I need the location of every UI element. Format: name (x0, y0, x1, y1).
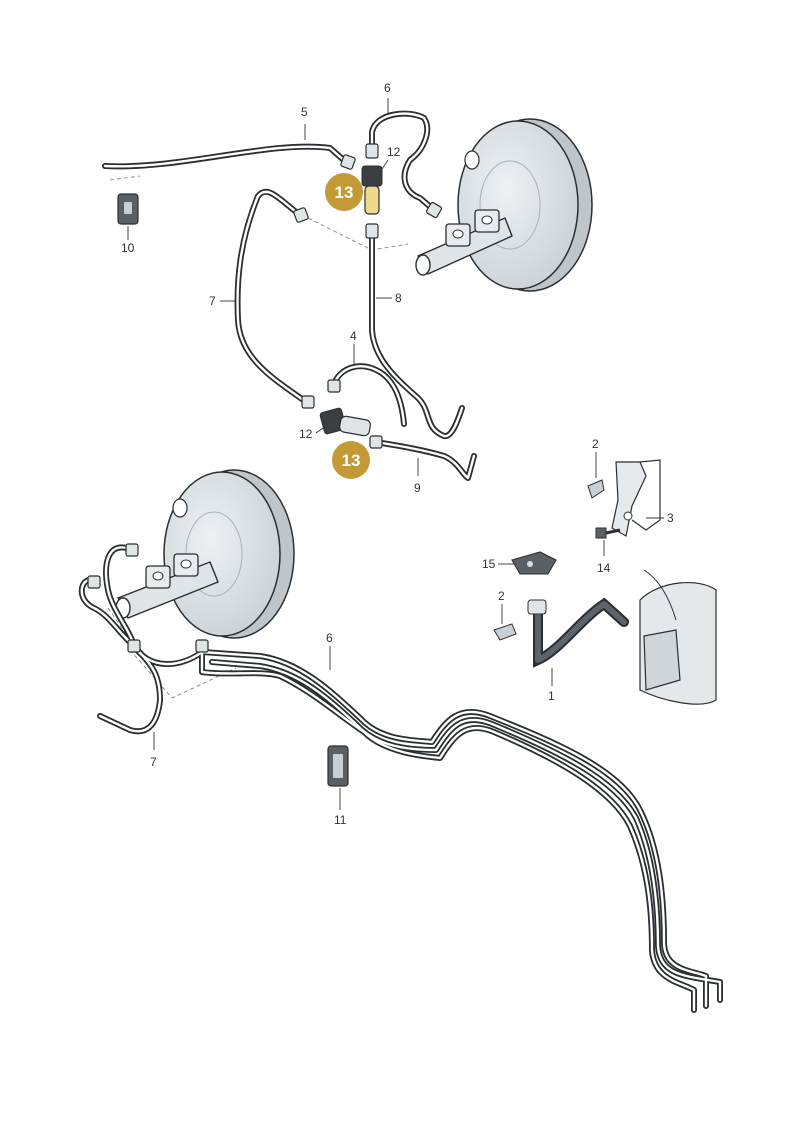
callout-5-top[interactable]: 5 (301, 105, 308, 140)
svg-text:5: 5 (301, 105, 308, 119)
callout-6-bottom[interactable]: 6 (326, 631, 333, 670)
brake-lines-bottom (78, 544, 723, 1013)
clip-part-2-upper (587, 479, 605, 499)
svg-text:7: 7 (150, 755, 157, 769)
guide-lines-bottom (107, 607, 237, 699)
clip-part-11 (327, 745, 349, 787)
callout-7-bottom[interactable]: 7 (150, 732, 157, 769)
brake-hose-part-1 (527, 597, 629, 668)
svg-text:2: 2 (592, 437, 599, 451)
callout-8[interactable]: 8 (376, 291, 402, 305)
callout-3[interactable]: 3 (646, 511, 674, 525)
svg-text:13: 13 (342, 451, 361, 470)
svg-text:3: 3 (667, 511, 674, 525)
badge-13-bottom[interactable]: 13 (332, 441, 370, 479)
svg-text:6: 6 (326, 631, 333, 645)
svg-text:4: 4 (350, 329, 357, 343)
clip-part-10 (117, 193, 139, 225)
brake-booster-bottom (163, 469, 295, 639)
callout-10[interactable]: 10 (121, 226, 135, 255)
callout-1[interactable]: 1 (548, 668, 555, 703)
pressure-valve-bottom (319, 407, 371, 437)
svg-text:9: 9 (414, 481, 421, 495)
svg-text:8: 8 (395, 291, 402, 305)
callout-11[interactable]: 11 (334, 788, 347, 827)
svg-text:11: 11 (334, 813, 347, 827)
callout-9[interactable]: 9 (414, 458, 421, 495)
pressure-valve-top (361, 165, 383, 215)
svg-text:15: 15 (482, 557, 496, 571)
svg-text:10: 10 (121, 241, 135, 255)
callout-12-top[interactable]: 12 (379, 145, 401, 173)
callout-14[interactable]: 14 (597, 540, 611, 575)
callout-4[interactable]: 4 (350, 329, 357, 364)
svg-text:13: 13 (335, 183, 354, 202)
svg-text:6: 6 (384, 81, 391, 95)
badge-13-top[interactable]: 13 (325, 173, 363, 211)
bracket-part-3 (611, 459, 661, 537)
callout-2-upper[interactable]: 2 (592, 437, 599, 478)
fittings-bottom (87, 543, 209, 653)
callout-6-top[interactable]: 6 (384, 81, 391, 114)
bracket-part-15 (511, 551, 557, 575)
clip-part-2-lower (493, 623, 517, 641)
brake-lines-top (102, 110, 477, 481)
callout-2-lower[interactable]: 2 (498, 589, 505, 624)
callout-7-top[interactable]: 7 (209, 294, 236, 308)
guide-lines-top (109, 175, 409, 251)
master-cylinder-top (415, 209, 513, 276)
callout-12-bottom[interactable]: 12 (299, 425, 327, 441)
svg-text:12: 12 (387, 145, 401, 159)
svg-text:1: 1 (548, 689, 555, 703)
callout-15[interactable]: 15 (482, 557, 514, 571)
svg-text:14: 14 (597, 561, 611, 575)
wheel-hub-caliper (639, 569, 717, 705)
svg-text:12: 12 (299, 427, 313, 441)
svg-text:7: 7 (209, 294, 216, 308)
brake-booster-top (457, 118, 593, 292)
svg-text:2: 2 (498, 589, 505, 603)
bolt-part-14 (595, 527, 621, 539)
fittings-top (293, 143, 443, 449)
